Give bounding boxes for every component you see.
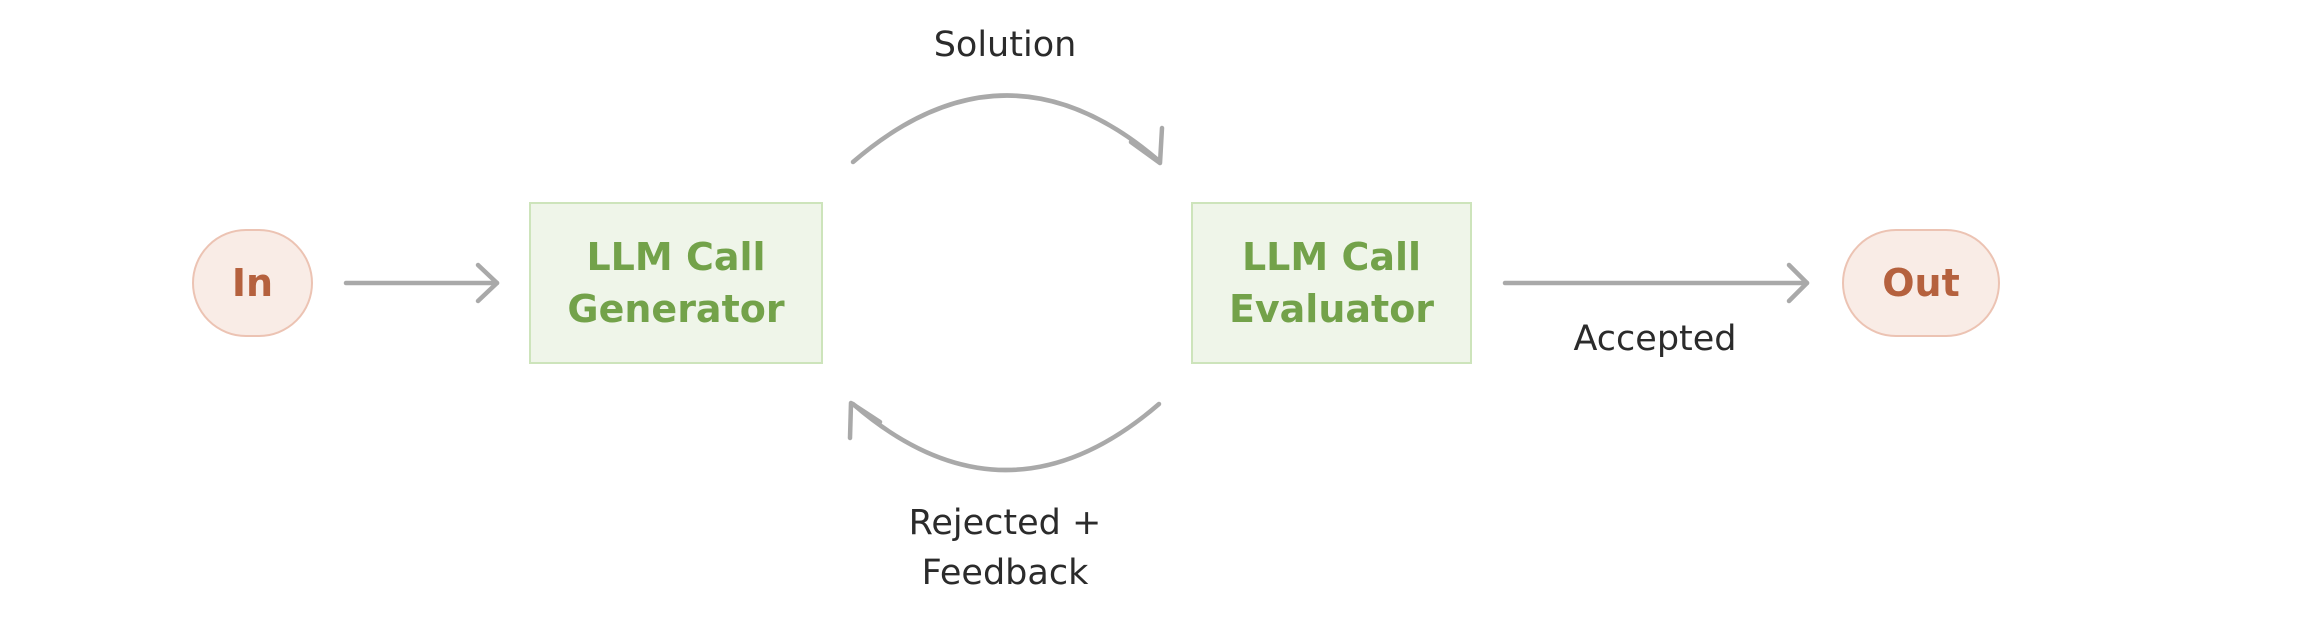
output-node: Out: [1842, 229, 2000, 337]
arrow-feedback-arc: [847, 400, 1162, 473]
arrow-evaluator-to-output: [1502, 262, 1810, 304]
generator-node: LLM Call Generator: [529, 202, 823, 364]
evaluator-node: LLM Call Evaluator: [1191, 202, 1472, 364]
generator-node-line1: LLM Call: [586, 235, 766, 279]
solution-edge-label: Solution: [933, 25, 1077, 65]
evaluator-node-line2: Evaluator: [1228, 287, 1435, 331]
feedback-edge-label-line2: Feedback: [921, 553, 1089, 593]
arrow-solution-arc: [850, 93, 1165, 166]
feedback-edge-label: Rejected + Feedback: [860, 498, 1150, 598]
evaluator-node-line1: LLM Call: [1241, 235, 1422, 279]
input-node-label: In: [231, 261, 274, 305]
output-node-label: Out: [1882, 261, 1960, 305]
arrow-input-to-generator: [343, 262, 500, 304]
feedback-edge-label-line1: Rejected +: [908, 503, 1102, 543]
accepted-edge-label: Accepted: [1573, 319, 1737, 359]
generator-node-line2: Generator: [567, 287, 785, 331]
input-node: In: [192, 229, 313, 337]
